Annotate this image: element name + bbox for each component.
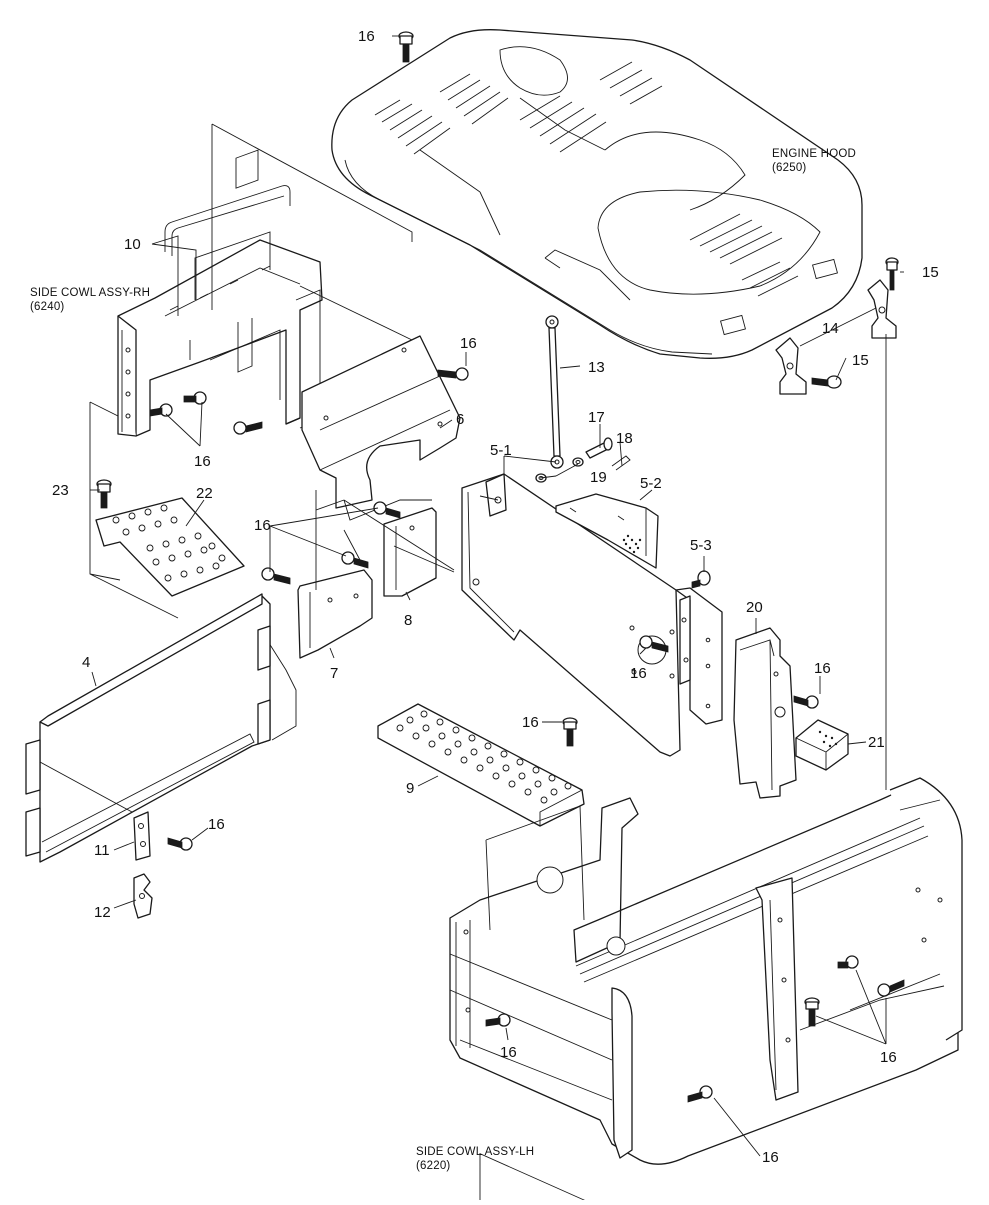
panel-7 — [297, 569, 373, 659]
callout-4: 4 — [82, 654, 90, 671]
callout-9: 9 — [406, 780, 414, 797]
callout-16-bracket20: 16 — [814, 660, 831, 677]
hood-vent-slots-left — [374, 73, 509, 155]
callout-16-brackets: 16 — [254, 517, 271, 534]
bolt-16-20 — [793, 695, 819, 709]
callout-21: 21 — [868, 734, 885, 751]
bolt-15-upper — [885, 257, 899, 291]
callout-8: 8 — [404, 612, 412, 629]
callout-5-2: 5-2 — [640, 475, 662, 492]
side-cowl-lh-frame — [449, 777, 963, 1205]
side-cowl-lh-caption: SIDE COWL ASSY-LH — [416, 1146, 534, 1158]
panel-6 — [301, 335, 461, 509]
bolts-16-group — [149, 367, 905, 1103]
bolt-16-brk-c — [261, 567, 291, 585]
bolt-23 — [96, 479, 112, 509]
cotter-pin-18 — [611, 455, 631, 471]
pin-17 — [585, 437, 613, 459]
cover-4 — [25, 593, 297, 863]
panel-5-2 — [555, 493, 659, 569]
bolt-16-rh-d — [233, 421, 263, 435]
foam-block-21 — [795, 719, 849, 771]
callout-5-1: 5-1 — [490, 442, 512, 459]
stay-rod-13 — [545, 315, 564, 469]
bolt-16-rh-c — [149, 403, 173, 417]
callout-15-lower: 15 — [852, 352, 869, 369]
callout-10: 10 — [124, 236, 141, 253]
callout-16-lh-bottom: 16 — [762, 1149, 779, 1166]
engine-hood — [331, 29, 863, 359]
leader-lines — [89, 35, 904, 1157]
callout-labels: 16 10 15 14 15 16 13 6 16 17 18 5-1 19 5… — [52, 28, 939, 1166]
hood-vent-slots-right — [689, 213, 799, 297]
grab-handles-10 — [164, 185, 291, 300]
callout-17: 17 — [588, 409, 605, 426]
step-plate-9 — [377, 703, 585, 827]
side-cowl-rh-frame — [117, 149, 323, 437]
callout-16-lh-right: 16 — [880, 1049, 897, 1066]
side-cowl-rh-code: (6240) — [30, 301, 64, 313]
callout-18: 18 — [616, 430, 633, 447]
bracket-20 — [733, 627, 797, 799]
side-cowl-lh-code: (6220) — [416, 1160, 450, 1172]
hood-vent-slots-middle — [519, 61, 663, 153]
hood-latch-right — [867, 279, 897, 339]
callout-7: 7 — [330, 665, 338, 682]
callout-20: 20 — [746, 599, 763, 616]
callout-16-top: 16 — [358, 28, 375, 45]
panel-5-1-flange — [675, 587, 723, 725]
bolt-16-top — [398, 31, 414, 63]
bolt-16-9 — [562, 717, 578, 747]
panel-8 — [383, 507, 437, 597]
callout-6: 6 — [456, 411, 464, 428]
callout-16-panel51: 16 — [630, 665, 647, 682]
bolt-16-lh-d — [877, 979, 905, 997]
bolt-16-lh-c — [837, 955, 859, 969]
callout-16-lh-inner: 16 — [500, 1044, 517, 1061]
bolt-16-lh-e — [687, 1085, 713, 1103]
foot-plate-22 — [95, 497, 245, 597]
engine-hood-code: (6250) — [772, 162, 806, 174]
callout-23: 23 — [52, 482, 69, 499]
callout-16-plate9: 16 — [522, 714, 539, 731]
callout-16-panel6-bolt: 16 — [460, 335, 477, 352]
callout-15-upper: 15 — [922, 264, 939, 281]
callout-14: 14 — [822, 320, 839, 337]
bolt-16-lh-a — [485, 1013, 511, 1027]
bolt-16-brk-b — [341, 551, 369, 569]
bolt-16-brk-a — [373, 501, 401, 519]
clip-12 — [133, 873, 153, 919]
panel-5-1 — [461, 473, 681, 757]
assembly-captions: ENGINE HOOD (6250) SIDE COWL ASSY-RH (62… — [30, 148, 856, 1172]
callout-12: 12 — [94, 904, 111, 921]
callout-11: 11 — [94, 842, 110, 859]
clip-11 — [133, 811, 151, 861]
callout-19: 19 — [590, 469, 607, 486]
callout-5-3: 5-3 — [690, 537, 712, 554]
bolt-16-lh-b — [804, 997, 820, 1027]
bolt-16-11 — [167, 837, 193, 851]
bolt-16-rh-a — [437, 367, 469, 381]
callout-22: 22 — [196, 485, 213, 502]
hood-latch-left — [775, 337, 807, 395]
callout-16-rh-cowl: 16 — [194, 453, 211, 470]
bolt-5-3 — [691, 570, 711, 589]
side-cowl-rh-caption: SIDE COWL ASSY-RH — [30, 287, 150, 299]
bolt-15-lower — [811, 375, 842, 389]
engine-hood-caption: ENGINE HOOD — [772, 148, 856, 160]
callout-13: 13 — [588, 359, 605, 376]
callout-16-clip11: 16 — [208, 816, 225, 833]
bolt-16-rh-b — [183, 391, 207, 405]
